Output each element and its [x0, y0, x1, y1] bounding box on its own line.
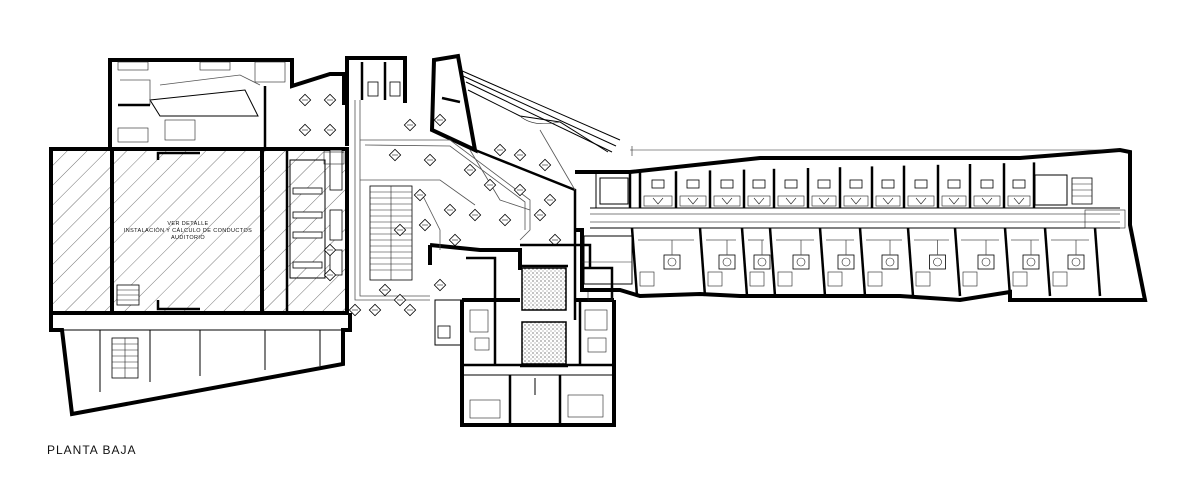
stair-icon: [111, 337, 139, 379]
diffuser-icon: [483, 178, 497, 192]
fan-coil-icon: [1012, 179, 1026, 189]
diffuser-icon: [418, 218, 432, 232]
diffuser-icon: [393, 223, 407, 237]
fan-coil-icon: [753, 254, 771, 270]
fan-coil-icon: [977, 254, 995, 270]
diffuser-icon: [423, 153, 437, 167]
note-line-1: VER DETALLE: [167, 221, 208, 227]
fan-coil-icon: [881, 254, 899, 270]
room-wing: [575, 146, 1148, 303]
stair-icon: [116, 284, 140, 306]
fan-coil-icon: [881, 179, 895, 189]
stair-icon: [369, 185, 413, 281]
lobby-zone: [289, 53, 621, 320]
fan-coil-icon: [1067, 254, 1085, 270]
fan-coil-icon: [784, 179, 798, 189]
diffuser-icon: [548, 233, 562, 247]
diffuser-icon: [538, 158, 552, 172]
diffuser-icon: [433, 278, 447, 292]
diffuser-icon: [468, 208, 482, 222]
central-core: [434, 243, 616, 427]
lower-left-wing: [49, 313, 352, 417]
fan-coil-icon: [752, 179, 766, 189]
diffuser-group: [298, 93, 562, 317]
diffuser-icon: [493, 143, 507, 157]
fan-coil-icon: [929, 254, 946, 270]
fan-coil-icon: [837, 254, 855, 270]
fan-coil-icon: [792, 254, 810, 270]
diffuser-icon: [533, 208, 547, 222]
diffuser-icon: [378, 283, 392, 297]
fan-coil-icon: [849, 179, 863, 189]
diffuser-icon: [403, 303, 417, 317]
upper-service-block: [108, 58, 346, 149]
diffuser-icon: [433, 113, 447, 127]
diffuser-icon: [323, 243, 337, 257]
diffuser-icon: [368, 303, 382, 317]
diffuser-icon: [393, 293, 407, 307]
diffuser-icon: [323, 93, 337, 107]
fan-coil-icon: [914, 179, 928, 189]
fan-coil-icon: [663, 254, 681, 270]
fan-coil-icon: [686, 179, 700, 189]
fan-coil-icon: [720, 179, 734, 189]
diffuser-icon: [323, 123, 337, 137]
diffuser-icon: [388, 148, 402, 162]
diffuser-icon: [413, 188, 427, 202]
diffuser-icon: [513, 148, 527, 162]
note-line-3: AUDITORIO: [171, 235, 205, 241]
diffuser-icon: [463, 163, 477, 177]
diffuser-icon: [498, 213, 512, 227]
elevator-icon: [289, 149, 345, 279]
fan-coil-icon: [817, 179, 831, 189]
note-line-2: INSTALACIÓN Y CÁLCULO DE CONDUCTOS: [124, 227, 252, 234]
diffuser-icon: [513, 183, 527, 197]
diffuser-icon: [298, 123, 312, 137]
fan-coil-icon: [980, 179, 994, 189]
diffuser-icon: [543, 193, 557, 207]
diffuser-icon: [348, 303, 362, 317]
diffuser-icon: [403, 118, 417, 132]
fan-coil-icon: [1022, 254, 1040, 270]
auditorium-block: [49, 147, 349, 315]
fan-coil-icon: [947, 179, 961, 189]
diffuser-icon: [323, 268, 337, 282]
stair-icon: [1071, 177, 1093, 205]
diffuser-icon: [298, 93, 312, 107]
fan-coil-icon: [651, 179, 665, 189]
diffuser-icon: [448, 233, 462, 247]
elevator-icon: [520, 264, 568, 368]
diffuser-icon: [443, 203, 457, 217]
auditorium-note: VER DETALLE INSTALACIÓN Y CÁLCULO DE CON…: [124, 221, 252, 241]
drawing-title: PLANTA BAJA: [47, 443, 137, 457]
fan-coil-icon: [718, 254, 736, 270]
